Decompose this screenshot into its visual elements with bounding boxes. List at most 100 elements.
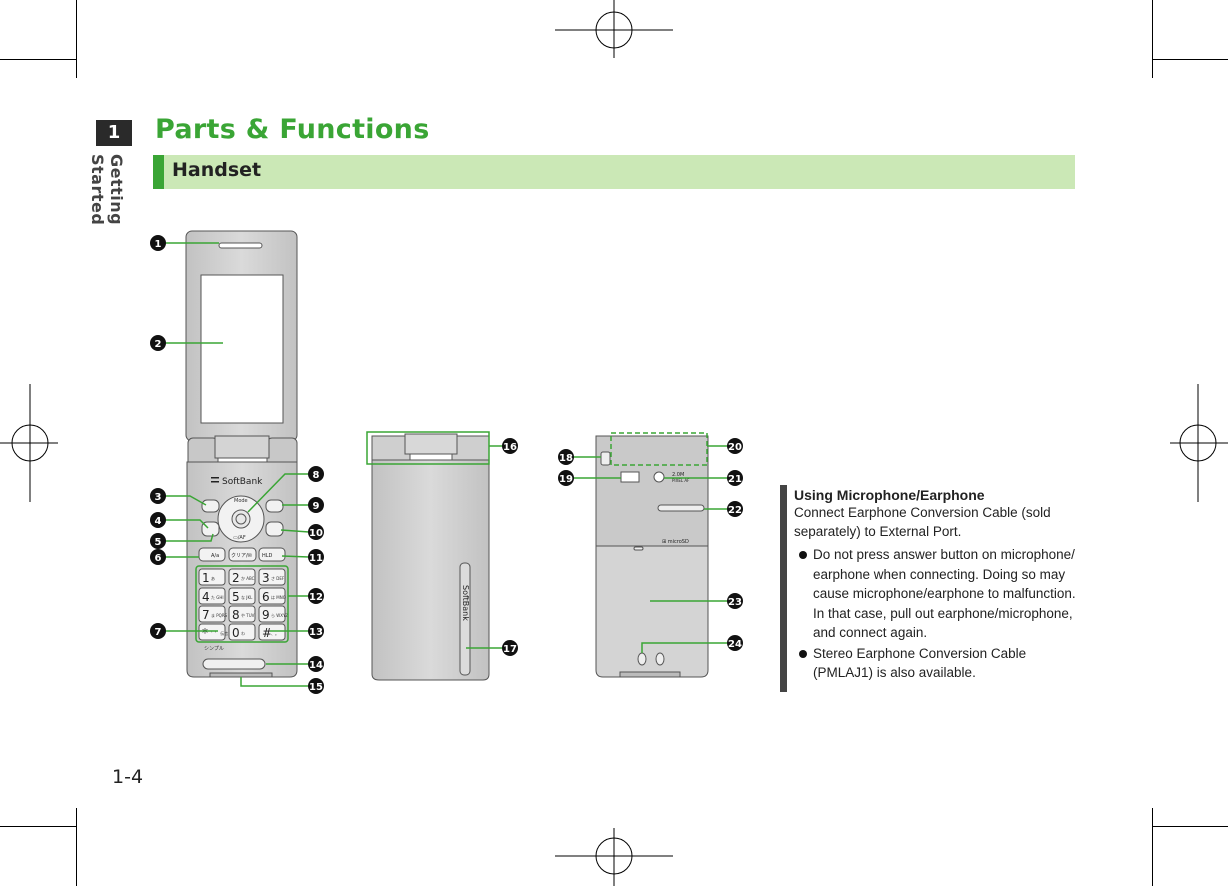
chapter-number: 1 bbox=[96, 120, 132, 146]
callout-number: 16 bbox=[503, 442, 517, 453]
call-key-label: A/a bbox=[211, 553, 219, 559]
callout-number: 13 bbox=[309, 627, 323, 638]
callout-badge bbox=[502, 438, 518, 454]
keypad-digit: 2 bbox=[232, 571, 240, 585]
mic-slot bbox=[202, 658, 266, 670]
callout-badge bbox=[308, 588, 324, 604]
callout-badge bbox=[150, 549, 166, 565]
keypad-digit: 4 bbox=[202, 590, 210, 604]
note-list: Do not press answer button on microphone… bbox=[794, 545, 1080, 683]
brand-label: SoftBank bbox=[222, 477, 263, 487]
keypad-key bbox=[258, 568, 286, 586]
note-heading: Using Microphone/Earphone bbox=[794, 487, 985, 503]
callout-number: 4 bbox=[155, 516, 162, 527]
leader-line bbox=[165, 495, 207, 506]
callout-number: 21 bbox=[728, 474, 742, 485]
callout-badge bbox=[308, 497, 324, 513]
callout-number: 10 bbox=[309, 528, 323, 539]
nav-top-label: Mode bbox=[234, 498, 248, 504]
nav-bottom-label: ▭/AF bbox=[233, 535, 246, 541]
callout-number: 6 bbox=[155, 553, 162, 564]
page-title: Parts & Functions bbox=[155, 114, 430, 145]
callout-badge bbox=[150, 335, 166, 351]
callout-number: 11 bbox=[309, 553, 323, 564]
keypad-key bbox=[198, 587, 226, 605]
camera-spec: 2.0M bbox=[672, 472, 684, 478]
callout-number: 7 bbox=[155, 627, 162, 638]
callout-badge bbox=[308, 466, 324, 482]
camera-key bbox=[265, 521, 284, 537]
keypad-digit: 0 bbox=[232, 626, 240, 640]
keypad-key bbox=[228, 587, 256, 605]
callout-number: 2 bbox=[155, 339, 162, 350]
keypad-key bbox=[258, 623, 286, 641]
keypad-sub-label: あ bbox=[211, 576, 215, 581]
callout-number: 5 bbox=[155, 537, 162, 548]
callout-badge bbox=[727, 438, 743, 454]
page-number: 1-4 bbox=[112, 766, 144, 788]
keypad-digit: # bbox=[262, 626, 272, 640]
keypad-digit: 3 bbox=[262, 571, 270, 585]
callout-number: 1 bbox=[155, 239, 162, 250]
closed-phone: SoftBank bbox=[366, 431, 490, 681]
keypad-digit: 1 bbox=[202, 571, 210, 585]
bullet-icon bbox=[799, 649, 807, 658]
keypad-key bbox=[228, 568, 256, 586]
leader-line bbox=[165, 519, 209, 529]
keypad-sub-label: 、。 bbox=[271, 631, 279, 636]
keypad-key bbox=[198, 568, 226, 586]
section-header: Handset bbox=[153, 155, 1075, 189]
callout-badge bbox=[727, 501, 743, 517]
callout-badge bbox=[150, 623, 166, 639]
note-bullet-text: Stereo Earphone Conversion Cable (PMLAJ1… bbox=[813, 645, 1027, 681]
callout-number: 24 bbox=[728, 639, 742, 650]
keypad-key bbox=[228, 605, 256, 623]
keypad-sub-label: わ bbox=[241, 630, 245, 636]
hold-key-label: HLD bbox=[262, 553, 273, 559]
callout-number: 22 bbox=[728, 505, 742, 516]
leader-line bbox=[280, 529, 310, 533]
simple-label: シンプル bbox=[204, 646, 224, 652]
power-key bbox=[258, 547, 286, 562]
callout-badge bbox=[308, 656, 324, 672]
callout-badge bbox=[308, 623, 324, 639]
callout-number: 12 bbox=[309, 592, 323, 603]
callout-badge bbox=[150, 488, 166, 504]
chapter-title: Getting Started bbox=[88, 154, 126, 226]
keypad-key bbox=[198, 623, 226, 641]
keypad-sub-label: ゛゜ 伝言用 bbox=[211, 630, 232, 636]
callout-badge bbox=[727, 635, 743, 651]
leader-line bbox=[281, 555, 310, 558]
bullet-icon bbox=[799, 551, 807, 559]
external-port bbox=[209, 672, 273, 678]
keypad-digit: 7 bbox=[202, 608, 210, 622]
callout-number: 18 bbox=[559, 453, 573, 464]
keypad-sub-label: は MNO bbox=[271, 595, 286, 600]
callout-badge bbox=[150, 512, 166, 528]
keypad-digit: 8 bbox=[232, 608, 240, 622]
note-bullet: Do not press answer button on microphone… bbox=[794, 545, 1080, 643]
keypad-sub-label: た GHI bbox=[211, 594, 224, 600]
keypad-sub-label: な JKL bbox=[241, 594, 253, 600]
keypad-key bbox=[258, 605, 286, 623]
keypad-digit: 6 bbox=[262, 590, 270, 604]
leader-line bbox=[641, 642, 728, 653]
callout-badge bbox=[308, 549, 324, 565]
closed-brand-label: SoftBank bbox=[461, 585, 470, 621]
mail-key bbox=[201, 499, 220, 513]
keypad-sub-label: や TUV bbox=[241, 612, 255, 618]
keypad-digit: * bbox=[202, 626, 208, 640]
callout-number: 20 bbox=[728, 442, 742, 453]
callout-number: 19 bbox=[559, 474, 573, 485]
keypad-key bbox=[258, 587, 286, 605]
section-accent bbox=[153, 155, 164, 189]
callout-badge bbox=[727, 593, 743, 609]
callout-badge bbox=[558, 449, 574, 465]
keypad-key bbox=[198, 605, 226, 623]
callout-number: 14 bbox=[309, 660, 323, 671]
section-title: Handset bbox=[172, 159, 262, 181]
